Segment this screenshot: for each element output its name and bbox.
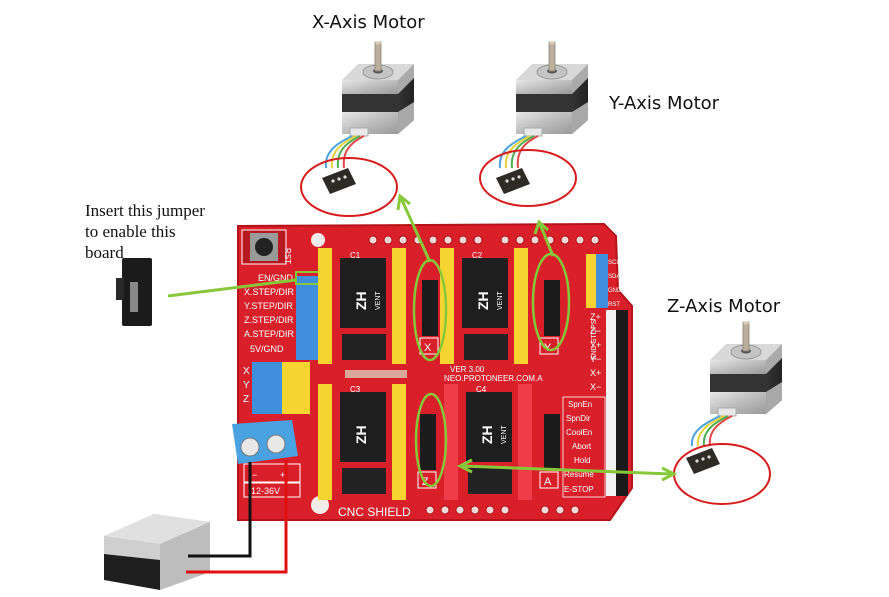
jumper-pointer (167, 278, 297, 298)
z-axis-motor-label: Z-Axis Motor (667, 296, 781, 317)
i2c-label-gnd: GND (608, 288, 622, 294)
y-axis-motor (515, 41, 589, 137)
z-plug-highlight (673, 443, 771, 505)
pin-spndir: SpnDir (566, 414, 591, 423)
motor-wires (324, 135, 733, 447)
microstep-area: X Y Z (243, 362, 310, 414)
power-supply (104, 514, 210, 590)
wire-negative (188, 462, 252, 558)
power-plus: + (280, 470, 285, 480)
chip-label: ZH (353, 425, 369, 444)
i2c-label-rst: RST (608, 302, 620, 308)
i2c-label-scl: SCL (608, 260, 620, 266)
pin-hold: Hold (574, 456, 590, 465)
end-stops-title: END STOPS (591, 319, 598, 360)
axis-label-y: Y (544, 342, 552, 354)
endstop-x-plus: X+ (590, 368, 601, 378)
driver-a: C4 ZH VENT (466, 385, 512, 494)
board-maker: NEO.PROTONEER.COM.A (444, 374, 543, 383)
pin-label-x-step-dir: X.STEP/DIR (244, 287, 295, 297)
z-axis-motor (709, 321, 783, 417)
reset-button[interactable] (241, 229, 287, 265)
pin-label-5v-gnd: 5V/GND (250, 344, 284, 354)
pin-label-y-step-dir: Y.STEP/DIR (244, 301, 293, 311)
driver-x: C1 ZH VENT (340, 251, 386, 360)
axis-label-a: A (544, 476, 552, 488)
pin-label-a-step-dir: A.STEP/DIR (244, 329, 295, 339)
driver-y: C2 ZH VENT (462, 251, 508, 360)
bottom-pin-holes (425, 505, 580, 515)
y-motor-plug (496, 168, 530, 194)
motor-header-a[interactable]: A (539, 414, 560, 489)
y-plug-highlight (479, 149, 577, 207)
left-pin-labels: EN/GND X.STEP/DIR Y.STEP/DIR Z.STEP/DIR … (244, 273, 295, 354)
cap-label: C2 (472, 251, 483, 260)
pin-coolen: CoolEn (566, 428, 592, 437)
pin-spnen: SpnEn (568, 400, 592, 409)
z-arrow-head-right (661, 466, 678, 482)
driver-z: C3 ZH (340, 385, 386, 494)
wire-positive (186, 460, 288, 574)
pin-estop: E-STOP (564, 485, 594, 494)
cap-label: C1 (350, 251, 361, 260)
connection-arrows (167, 193, 678, 482)
mount-hole (311, 233, 325, 247)
x-plug-highlight (300, 157, 398, 217)
z-arrow (461, 464, 673, 476)
endstop-z-minus: Z− (590, 326, 601, 336)
z-arrow-head-left (456, 458, 473, 474)
power-minus: − (252, 470, 257, 480)
axis-label-x: X (424, 342, 432, 354)
pin-label-en-gnd: EN/GND (258, 273, 294, 283)
power-voltage-label: 12-36V (251, 486, 280, 496)
pin-abort: Abort (572, 442, 592, 451)
blue-header (296, 276, 320, 360)
row-label-y: Y (243, 380, 250, 391)
jumper-instruction: Insert this jumper to enable this board (85, 201, 205, 262)
cap-label: C3 (350, 385, 361, 394)
endstop-x-minus: X− (590, 382, 601, 392)
row-label-z: Z (243, 394, 249, 405)
chip-sublabel: VENT (501, 425, 508, 444)
cap-label: C4 (476, 385, 487, 394)
board-name: CNC SHIELD (338, 505, 411, 519)
control-pins: SpnEn SpnDir CoolEn Abort Hold Resume E-… (562, 396, 606, 498)
i2c-header: SCL SDA GND RST (586, 254, 622, 308)
x-motor-plug (322, 168, 356, 194)
driver-headers-red (444, 384, 532, 500)
y-axis-motor-label: Y-Axis Motor (609, 93, 720, 114)
x-arrow-head (396, 193, 411, 211)
x-axis-motor (341, 41, 415, 137)
chip-label: ZH (479, 425, 495, 444)
y-arrow (538, 223, 555, 257)
jumper-icon (116, 258, 152, 326)
chip-label: ZH (475, 291, 491, 310)
i2c-label-sda: SDA (608, 274, 620, 280)
fuse (345, 370, 407, 378)
chip-sublabel: VENT (497, 291, 504, 310)
row-label-x: X (243, 366, 250, 377)
x-arrow (399, 197, 432, 263)
y-arrow-head (533, 219, 549, 235)
cnc-shield-board: RST EN/GND X.STEP/DIR Y.STEP/DIR Z.STEP/… (232, 222, 633, 521)
pin-resume: Resume (564, 470, 594, 479)
end-stops: END STOPS Z+ Z− Y+ Y− X+ X− (590, 310, 628, 496)
chip-sublabel: VENT (375, 291, 382, 310)
endstop-y-minus: Y− (590, 354, 601, 364)
z-header-highlight (414, 392, 448, 488)
driver-headers (318, 248, 528, 500)
chip-label: ZH (353, 291, 369, 310)
endstop-z-plus: Z+ (590, 312, 601, 322)
pin-label-z-step-dir: Z.STEP/DIR (244, 315, 294, 325)
x-axis-motor-label: X-Axis Motor (312, 12, 425, 33)
mount-hole (311, 496, 329, 514)
reset-label: RST (283, 248, 292, 264)
board-version: VER 3.00 (450, 365, 485, 374)
power-terminal-block[interactable] (232, 420, 298, 464)
endstop-y-plus: Y+ (590, 340, 601, 350)
